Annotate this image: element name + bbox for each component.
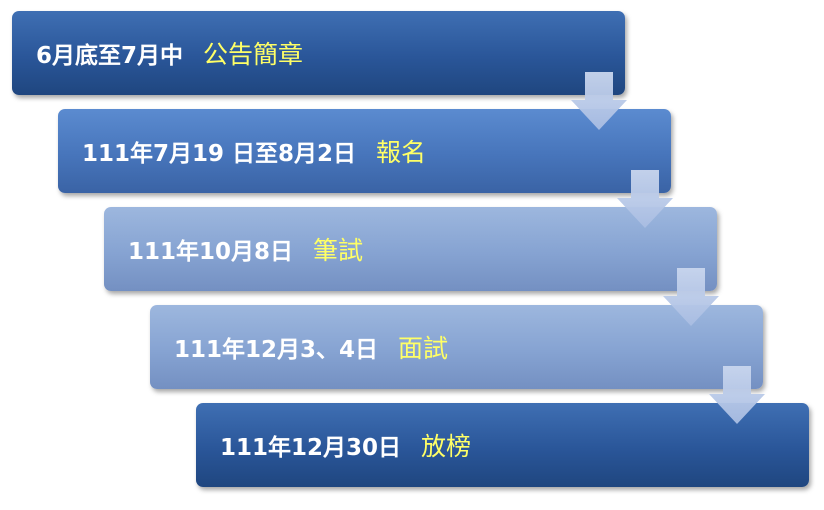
process-step-registration: 111年7月19 日至8月2日 報名 [58,109,671,193]
process-step-announcement: 6月底至7月中 公告簡章 [12,11,625,95]
step-label: 公告簡章 [203,40,304,69]
process-step-written-exam: 111年10月8日 筆試 [104,207,717,291]
step-label: 放榜 [421,432,472,461]
process-step-results: 111年12月30日 放榜 [196,403,809,487]
down-arrow-icon [709,366,765,424]
step-label: 筆試 [313,236,364,265]
step-label: 報名 [376,138,427,167]
step-date: 111年12月3、4日 [174,337,379,363]
step-date: 6月底至7月中 [36,43,184,69]
down-arrow-icon [663,268,719,326]
step-date: 111年12月30日 [220,435,402,461]
down-arrow-icon [617,170,673,228]
process-step-interview: 111年12月3、4日 面試 [150,305,763,389]
down-arrow-icon [571,72,627,130]
step-date: 111年10月8日 [128,239,294,265]
step-date: 111年7月19 日至8月2日 [82,141,357,167]
step-label: 面試 [398,334,449,363]
